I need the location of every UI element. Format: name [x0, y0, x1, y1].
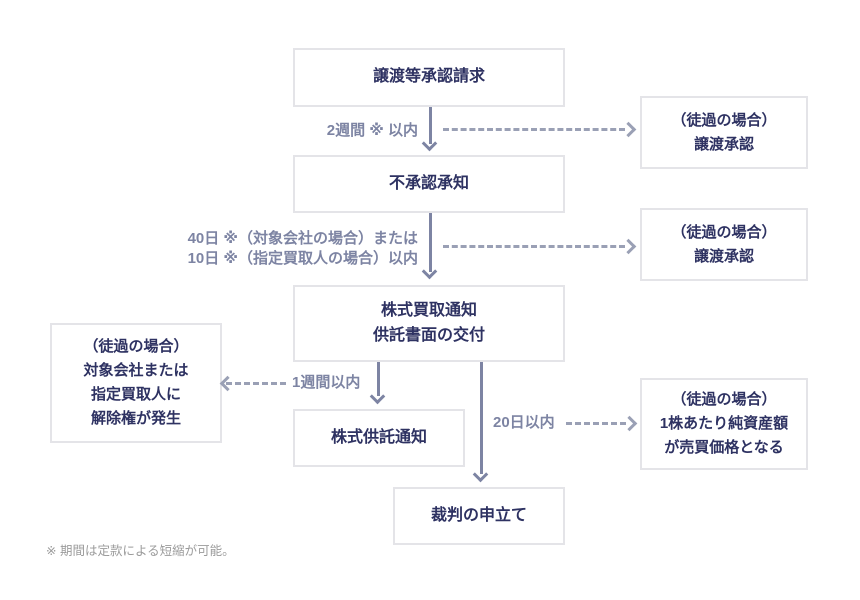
arrow-disapproval-to-purchase — [429, 213, 432, 272]
node-line: 解除権が発生 — [90, 410, 181, 427]
footnote: ※ 期間は定款による短縮が可能。 — [46, 544, 235, 558]
arrowhead-down-icon — [421, 135, 438, 152]
arrowhead-down-icon — [472, 466, 489, 483]
arrow-purchase-to-deposit — [377, 362, 380, 396]
node-transfer-approval-request: 譲渡等承認請求 — [293, 48, 565, 107]
node-line: 譲渡等承認請求 — [372, 68, 485, 86]
node-court-petition: 裁判の申立て — [393, 487, 565, 545]
dotted-arrow-to-net-asset-price — [566, 422, 626, 425]
dotted-arrow-to-lapse-approval-1 — [443, 128, 625, 131]
node-lapse-transfer-approval-2: （徒過の場合） 譲渡承認 — [640, 208, 808, 281]
node-line: 対象会社または — [83, 362, 189, 379]
node-line: 株式供託通知 — [330, 428, 427, 446]
node-line: （徒過の場合） — [671, 391, 777, 408]
node-line: 供託書面の交付 — [372, 326, 485, 344]
arrow-purchase-to-court — [480, 362, 483, 474]
node-line: 譲渡承認 — [693, 135, 754, 153]
node-line: （徒過の場合） — [83, 338, 189, 355]
arrowhead-down-icon — [369, 388, 386, 405]
arrowhead-right-icon — [620, 121, 637, 138]
node-lapse-rescission-right: （徒過の場合） 対象会社または 指定買取人に 解除権が発生 — [50, 323, 222, 443]
node-line: 不承認承知 — [388, 174, 469, 192]
arrowhead-right-icon — [621, 415, 638, 432]
node-line: 裁判の申立て — [430, 506, 527, 524]
node-lapse-transfer-approval-1: （徒過の場合） 譲渡承認 — [640, 96, 808, 169]
edge-label-twenty-days: 20日以内 — [493, 414, 555, 431]
node-disapproval-notice: 不承認承知 — [293, 155, 565, 213]
node-line: （徒過の場合） — [671, 223, 777, 241]
arrow-request-to-disapproval — [429, 107, 432, 144]
edge-label-40-10-days: 40日 ※（対象会社の場合）または 10日 ※（指定買取人の場合）以内 — [150, 229, 418, 269]
arrowhead-down-icon — [421, 263, 438, 280]
node-lapse-net-asset-price: （徒過の場合） 1株あたり純資産額 が売買価格となる — [640, 378, 808, 470]
dotted-arrow-to-rescission-right — [226, 382, 286, 385]
node-line: 1株あたり純資産額 — [659, 415, 789, 432]
arrowhead-right-icon — [620, 238, 637, 255]
node-share-purchase-notice: 株式買取通知 供託書面の交付 — [293, 285, 565, 362]
node-line: 指定買取人に — [90, 386, 181, 403]
node-share-deposit-notice: 株式供託通知 — [293, 409, 465, 467]
edge-label-two-weeks: 2週間 ※ 以内 — [326, 122, 418, 139]
edge-label-line: 10日 ※（指定買取人の場合）以内 — [187, 250, 418, 267]
dotted-arrow-to-lapse-approval-2 — [443, 245, 625, 248]
node-line: 株式買取通知 — [380, 301, 477, 319]
node-line: が売買価格となる — [664, 439, 784, 456]
node-line: 譲渡承認 — [693, 247, 754, 265]
edge-label-line: 40日 ※（対象会社の場合）または — [187, 230, 418, 247]
edge-label-one-week: 1週間以内 — [292, 374, 361, 391]
node-line: （徒過の場合） — [671, 111, 777, 129]
arrowhead-left-icon — [219, 375, 236, 392]
